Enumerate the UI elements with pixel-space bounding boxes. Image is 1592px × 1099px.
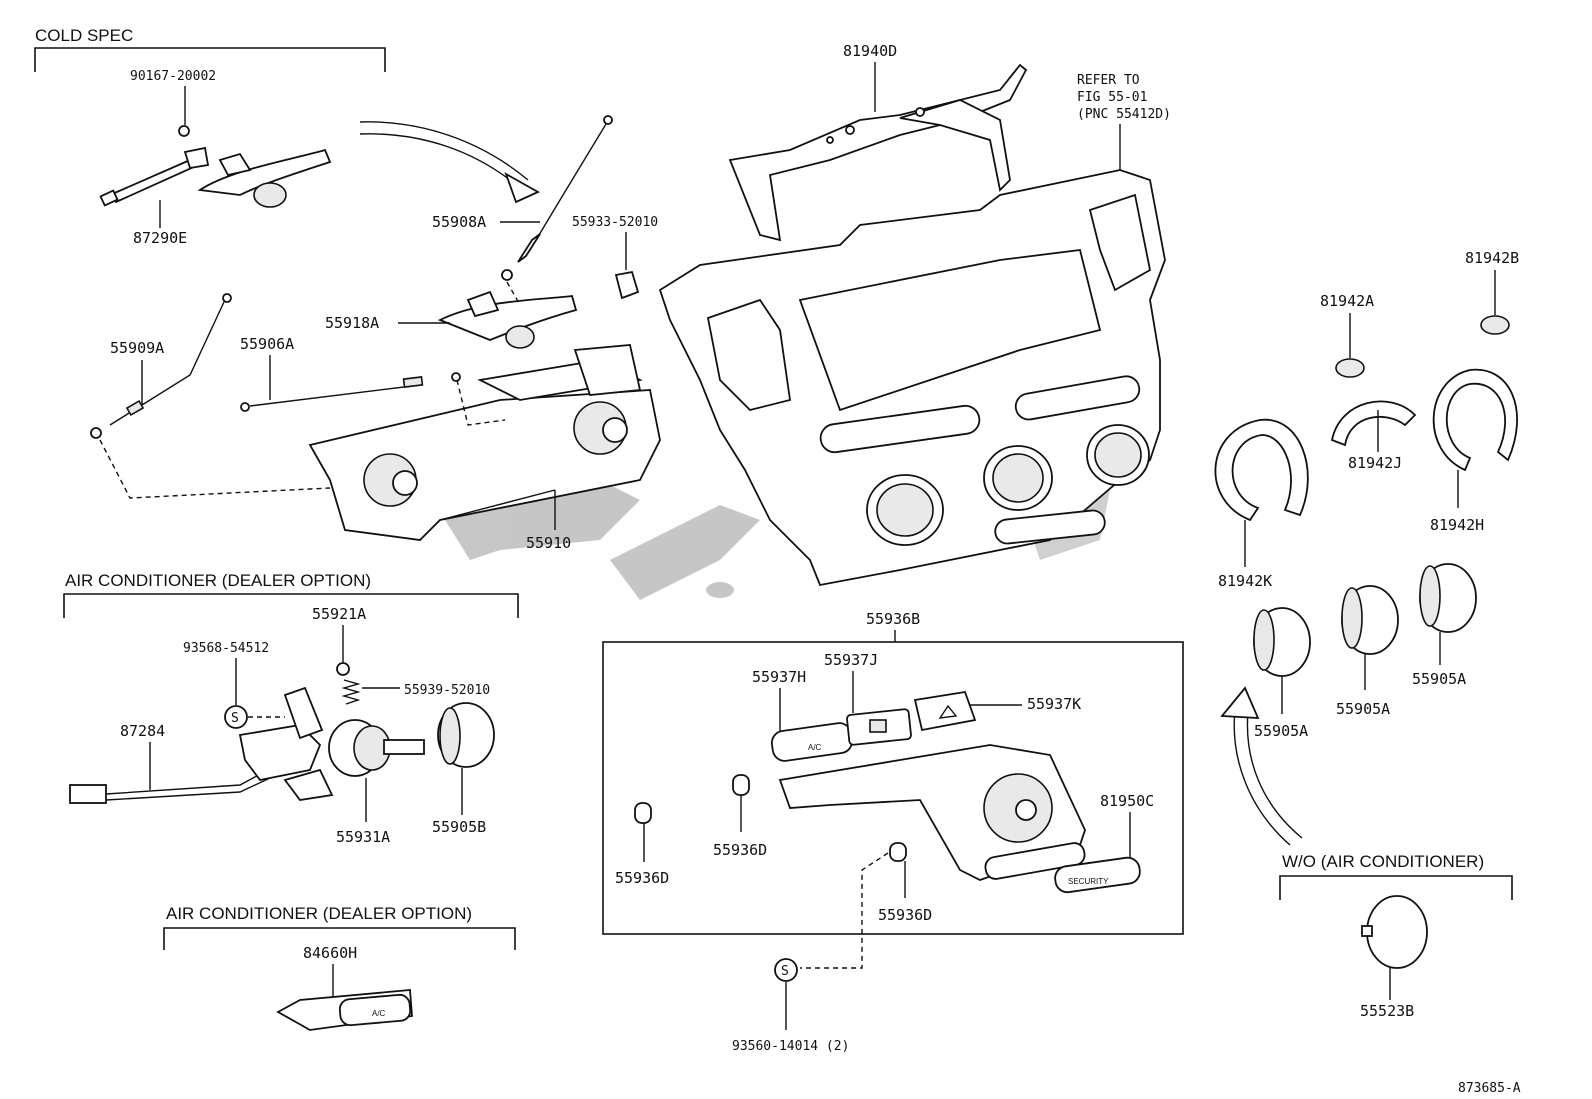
- part-55905b-knob: [437, 702, 495, 768]
- label-55937k: 55937K: [1027, 695, 1081, 713]
- label-87284: 87284: [120, 722, 165, 740]
- label-93568-54512: 93568-54512: [183, 641, 269, 656]
- label-90167-20002: 90167-20002: [130, 69, 216, 84]
- label-84660h: 84660H: [303, 944, 357, 962]
- label-55936d-2: 55936D: [713, 841, 767, 859]
- label-81942k: 81942K: [1218, 572, 1272, 590]
- svg-text:A/C: A/C: [372, 1009, 386, 1018]
- label-refer-line3: (PNC 55412D): [1077, 107, 1171, 122]
- part-55523b-cap: [1361, 895, 1428, 969]
- label-55905b: 55905B: [432, 818, 486, 836]
- label-81942h: 81942H: [1430, 516, 1484, 534]
- part-55910-control-assembly: [308, 344, 661, 541]
- label-93560-14014: 93560-14014 (2): [732, 1039, 849, 1054]
- part-81942h-dial-ring: [1432, 368, 1518, 472]
- label-55905a-3: 55905A: [1412, 670, 1466, 688]
- section-title-ac-dealer-1: AIR CONDITIONER (DEALER OPTION): [65, 571, 371, 590]
- label-55523b: 55523B: [1360, 1002, 1414, 1020]
- part-55918a-lever: [437, 281, 578, 349]
- label-81942b: 81942B: [1465, 249, 1519, 267]
- ac-dealer-1-bracket: [63, 593, 519, 618]
- label-55921a: 55921A: [312, 605, 366, 623]
- panel-box-55936b: [602, 641, 1184, 935]
- label-55905a-2: 55905A: [1336, 700, 1390, 718]
- label-55908a: 55908A: [432, 213, 486, 231]
- wo-ac-bracket: [1279, 875, 1513, 900]
- part-55936d-bulb-2: [732, 774, 750, 796]
- arrow-wo-ac: [1220, 686, 1303, 846]
- label-87290e: 87290E: [133, 229, 187, 247]
- label-55931a: 55931A: [336, 828, 390, 846]
- label-81940d: 81940D: [843, 42, 897, 60]
- s-mark-1: S: [224, 705, 248, 729]
- label-55910: 55910: [526, 534, 571, 552]
- part-center-bezel: [658, 169, 1166, 587]
- part-55905a-knob-2: [1341, 585, 1399, 655]
- cold-spec-bracket: [34, 47, 386, 72]
- label-refer-line2: FIG 55-01: [1077, 90, 1147, 105]
- section-title-ac-dealer-2: AIR CONDITIONER (DEALER OPTION): [166, 904, 472, 923]
- part-81942k-dial-ring: [1214, 418, 1309, 522]
- label-55906a: 55906A: [240, 335, 294, 353]
- label-55918a: 55918A: [325, 314, 379, 332]
- label-55936d-1: 55936D: [615, 869, 669, 887]
- arrow-cold-spec: [359, 121, 540, 204]
- part-87284-switch-harness: [69, 686, 334, 804]
- part-switch-panel: A/C: [770, 690, 1086, 881]
- part-55921a-ball: [336, 662, 350, 676]
- label-55909a: 55909A: [110, 339, 164, 357]
- ac-dealer-2-bracket: [163, 927, 516, 950]
- label-55936b: 55936B: [866, 610, 920, 628]
- svg-text:S: S: [781, 964, 789, 979]
- section-title-wo-ac: W/O (AIR CONDITIONER): [1282, 852, 1484, 871]
- part-87290e-lever: [99, 125, 332, 208]
- svg-text:SECURITY: SECURITY: [1068, 877, 1109, 886]
- label-81942j: 81942J: [1348, 454, 1402, 472]
- section-title-cold-spec: COLD SPEC: [35, 26, 133, 45]
- part-81942b-cap: [1480, 315, 1510, 335]
- part-55906a-cable: [240, 372, 461, 412]
- part-55908a-cable: [501, 115, 613, 281]
- part-55936d-bulb-3: [889, 842, 907, 862]
- label-refer-line1: REFER TO: [1077, 73, 1140, 88]
- svg-text:S: S: [231, 711, 239, 726]
- label-55933-52010: 55933-52010: [572, 215, 658, 230]
- svg-text:A/C: A/C: [808, 743, 822, 752]
- part-84660h-ac-switch: A/C: [276, 989, 413, 1031]
- part-55936d-bulb-1: [634, 802, 652, 824]
- part-81942j-dial-ring: [1330, 400, 1417, 447]
- s-mark-2: S: [774, 958, 798, 982]
- label-55937h: 55937H: [752, 668, 806, 686]
- part-55909a-cable: [90, 293, 232, 439]
- part-55905a-knob-1: [1253, 607, 1311, 677]
- label-81950c: 81950C: [1100, 792, 1154, 810]
- label-55939-52010: 55939-52010: [404, 683, 490, 698]
- part-81940d-wire-harness: [728, 63, 1028, 242]
- figure-id: 873685-A: [1458, 1081, 1521, 1096]
- part-55937h-ac-button: [770, 722, 854, 762]
- label-81942a: 81942A: [1320, 292, 1374, 310]
- label-55936d-3: 55936D: [878, 906, 932, 924]
- part-81942a-cap: [1335, 358, 1365, 378]
- label-55905a-1: 55905A: [1254, 722, 1308, 740]
- part-55939-spring: [341, 679, 361, 705]
- part-55933-clip: [614, 270, 640, 300]
- part-55931a-control-switch: [328, 719, 425, 777]
- part-55905a-knob-3: [1419, 563, 1477, 633]
- part-81950c-security-label: SECURITY: [1054, 856, 1141, 894]
- label-55937j: 55937J: [824, 651, 878, 669]
